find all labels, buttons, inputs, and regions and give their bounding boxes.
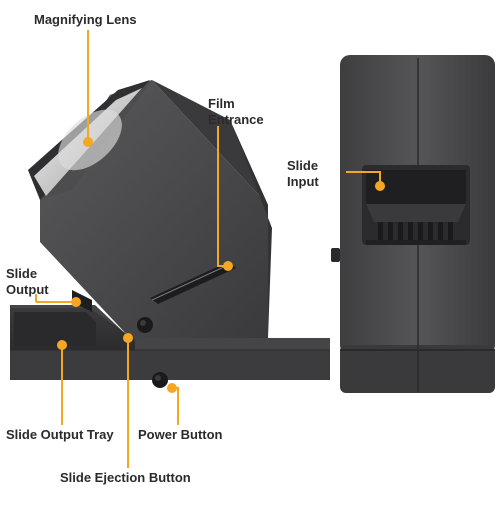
label-power-button: Power Button bbox=[138, 427, 223, 443]
slide-output-text-2: Output bbox=[6, 282, 49, 297]
right-viewer bbox=[331, 55, 495, 393]
slide-input-text-1: Slide bbox=[287, 158, 319, 173]
power-button-text: Power Button bbox=[138, 427, 223, 442]
slide-output-text-1: Slide bbox=[6, 266, 38, 281]
label-slide-input: Slide Input bbox=[287, 158, 319, 190]
slide-ejection-button-text: Slide Ejection Button bbox=[60, 470, 191, 485]
magnifying-lens-text: Magnifying Lens bbox=[34, 12, 137, 27]
film-entrance-text-1: Film bbox=[208, 96, 235, 111]
film-entrance-text-2: Entrance bbox=[208, 112, 264, 127]
label-film-entrance: Film Entrance bbox=[208, 96, 264, 128]
label-magnifying-lens: Magnifying Lens bbox=[34, 12, 137, 28]
slide-input-text-2: Input bbox=[287, 174, 319, 189]
label-slide-output: Slide Output bbox=[6, 266, 49, 298]
callouts bbox=[35, 30, 385, 468]
label-slide-output-tray: Slide Output Tray bbox=[6, 427, 114, 443]
label-slide-ejection-button: Slide Ejection Button bbox=[60, 470, 191, 486]
slide-output-tray-text: Slide Output Tray bbox=[6, 427, 114, 442]
left-viewer bbox=[10, 80, 330, 388]
